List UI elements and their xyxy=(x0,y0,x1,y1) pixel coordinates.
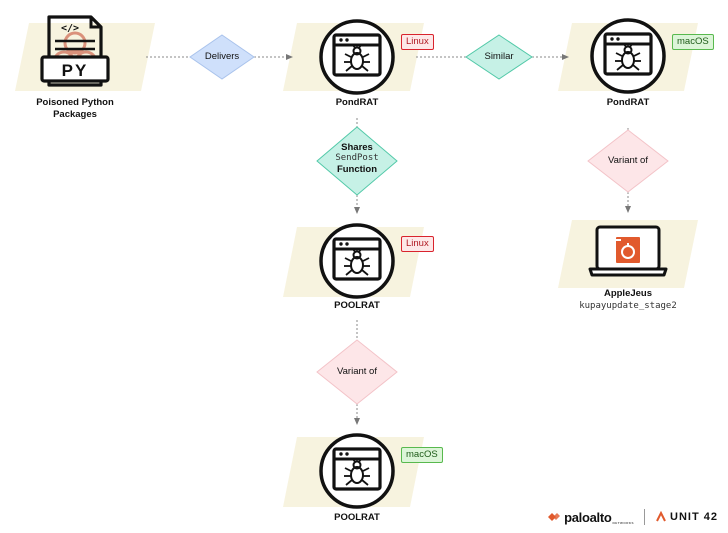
poisoned-package-icon: </> PY xyxy=(40,15,110,87)
svg-text:PY: PY xyxy=(62,61,89,80)
poisoned-label: Poisoned Python Packages xyxy=(36,97,114,120)
delivers-label: Delivers xyxy=(204,51,240,62)
pondrat-mac-label: PondRAT xyxy=(606,97,650,108)
logo-separator xyxy=(644,509,646,525)
shares-line3: Function xyxy=(336,164,378,175)
diamond-similar xyxy=(465,34,533,80)
paloalto-logo: paloalto NETWORKS xyxy=(547,510,634,525)
variant-mac-label: Variant of xyxy=(608,155,648,166)
applejeus-sublabel: kupayupdate_stage2 xyxy=(579,301,677,311)
unit42-logo: UNIT 42 xyxy=(655,511,718,523)
poolrat-mac-label: POOLRAT xyxy=(334,512,380,523)
unit42-text: UNIT 42 xyxy=(670,511,718,523)
pondrat-mac-icon xyxy=(590,18,666,94)
paloalto-text: paloalto xyxy=(564,509,612,525)
similar-label: Similar xyxy=(484,51,514,62)
poolrat-mac-icon xyxy=(319,433,395,509)
pondrat-linux-label: PondRAT xyxy=(335,97,379,108)
connectors xyxy=(146,54,631,425)
variant-pool-label: Variant of xyxy=(337,366,377,377)
poolrat-mac-badge: macOS xyxy=(401,447,443,463)
shares-code: SendPost xyxy=(335,153,379,163)
pondrat-linux-badge: Linux xyxy=(401,34,434,50)
diamond-shares xyxy=(316,126,398,196)
diamond-variant-mac xyxy=(587,129,669,193)
paloalto-sub-text: NETWORKS xyxy=(612,520,635,525)
poolrat-linux-label: POOLRAT xyxy=(334,300,380,311)
svg-text:</>: </> xyxy=(61,23,79,34)
laptop-apple-icon xyxy=(588,225,668,277)
paloalto-mark-icon xyxy=(548,513,561,521)
shares-label: Shares SendPost Function xyxy=(322,142,392,175)
pondrat-mac-badge: macOS xyxy=(672,34,714,50)
poolrat-linux-badge: Linux xyxy=(401,236,434,252)
poolrat-linux-icon xyxy=(319,223,395,299)
applejeus-label: AppleJeus xyxy=(603,288,653,299)
diamond-delivers xyxy=(189,34,255,80)
diamond-variant-pool xyxy=(316,339,398,405)
pondrat-linux-icon xyxy=(319,19,395,95)
shares-line1: Shares xyxy=(341,142,373,153)
unit42-mark-icon xyxy=(656,511,666,522)
footer-logos: paloalto NETWORKS UNIT 42 xyxy=(547,509,718,525)
